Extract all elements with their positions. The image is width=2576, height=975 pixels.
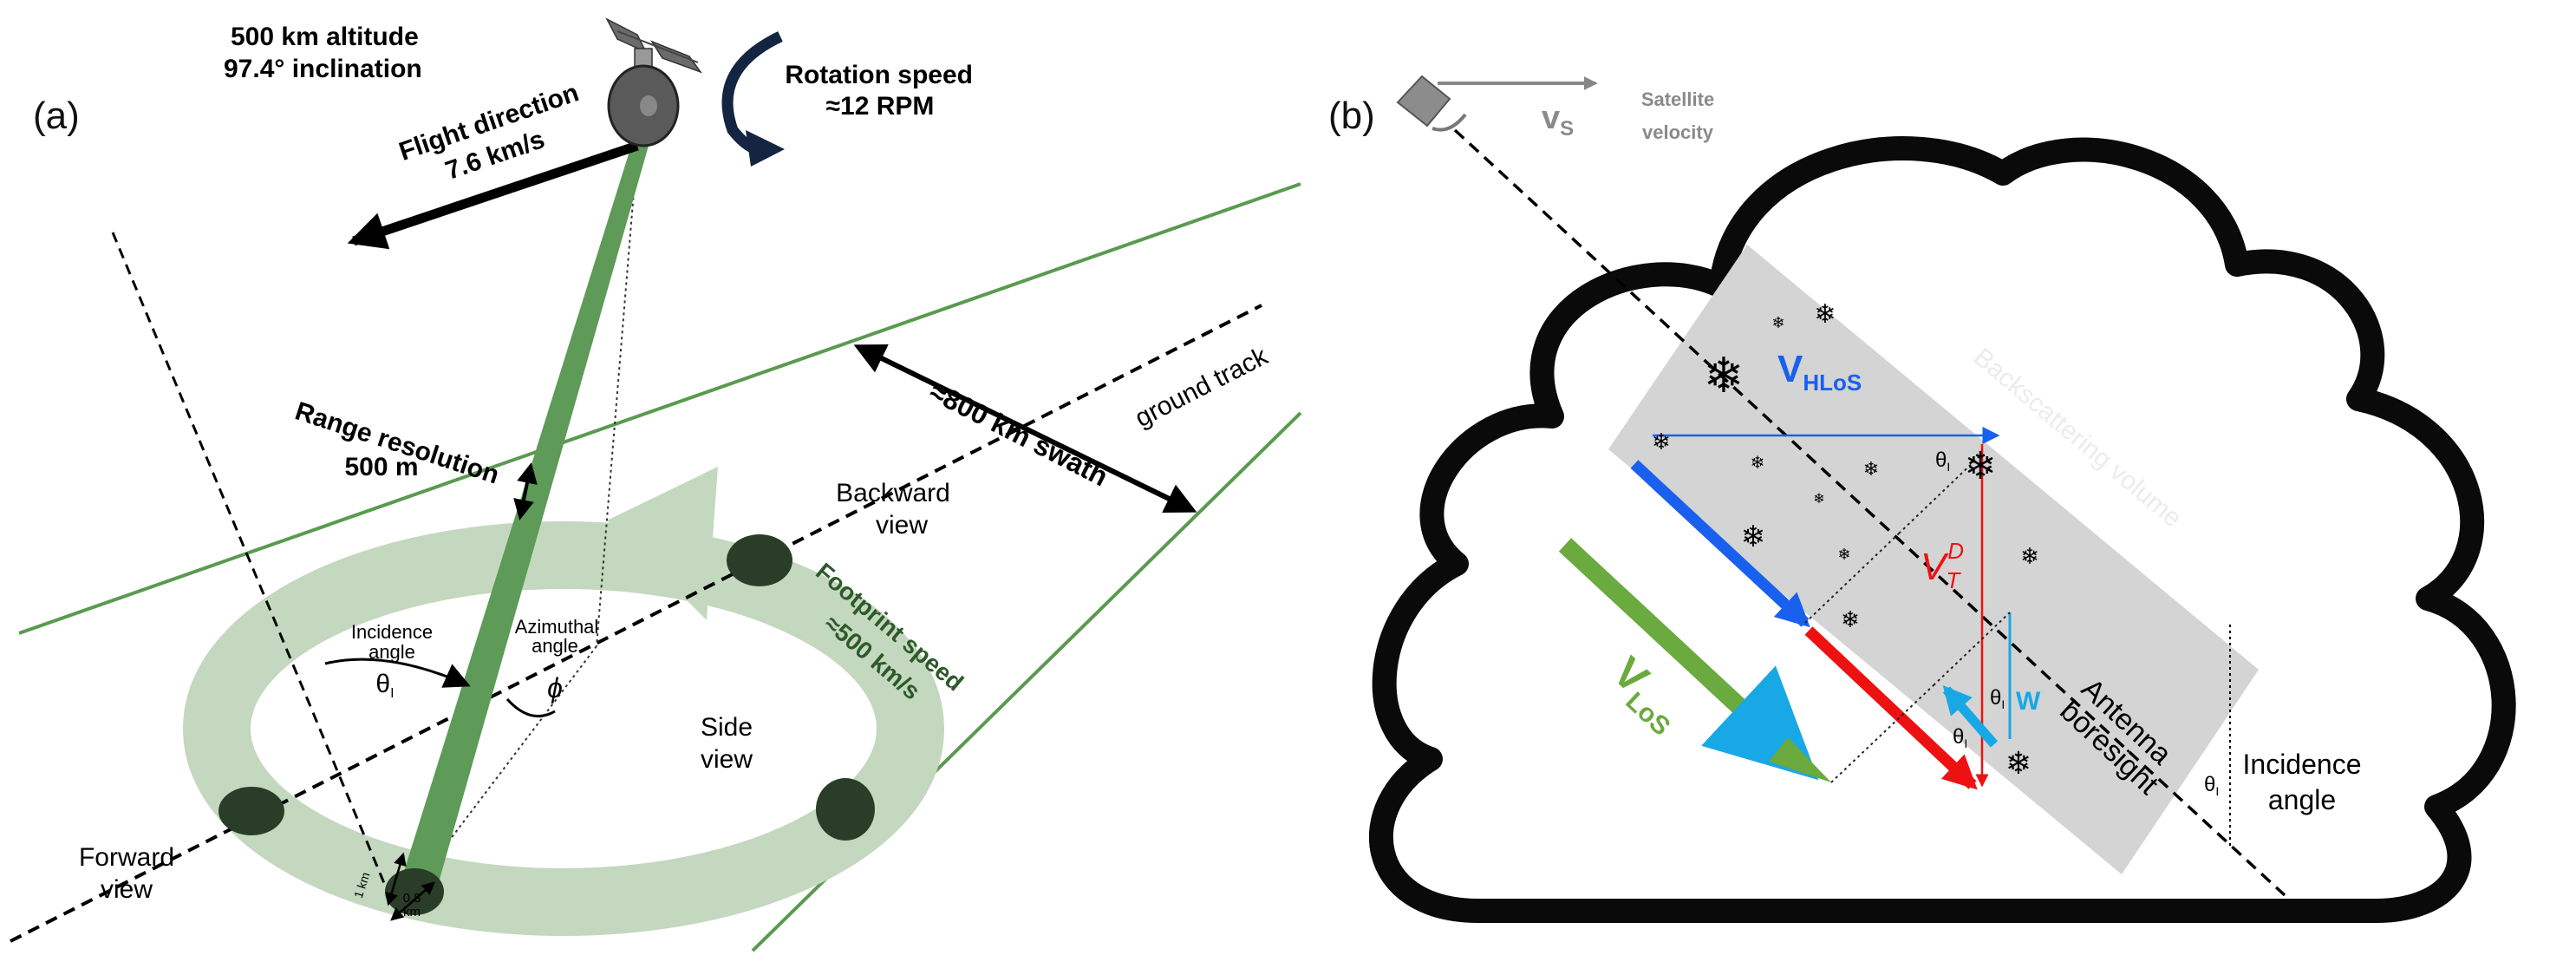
- satellite-small-icon: [1396, 75, 1467, 132]
- vlos-arrow-head: [1769, 737, 1831, 782]
- vtd-label: VTD: [1921, 538, 1964, 593]
- azimuthal-angle-label-1: Azimuthal: [515, 616, 599, 638]
- panel-b-label: (b): [1328, 95, 1375, 137]
- panel-b: (b) vS Satellite velocity Backscattering…: [1328, 75, 2516, 923]
- vtd-los-component: [1804, 626, 1978, 790]
- rotation-speed-title: Rotation speed: [785, 61, 973, 89]
- snowflake-icon: ❄: [1751, 454, 1765, 473]
- footprint-side: [816, 778, 875, 841]
- azimuthal-angle-label-2: angle: [532, 635, 578, 657]
- theta-label-top: θI: [1935, 448, 1950, 474]
- azimuthal-phi: ϕ: [547, 672, 563, 703]
- satellite-velocity-label-1: Satellite: [1641, 88, 1714, 110]
- satellite-velocity-label-2: velocity: [1642, 121, 1714, 143]
- snowflake-icon: ❄: [1965, 445, 1997, 488]
- rotation-arrow: [721, 31, 783, 155]
- w-los-component: [1942, 685, 1999, 748]
- range-resolution-arrow: [513, 462, 538, 520]
- footprint-backward: [727, 534, 792, 586]
- orbit-inclination-label: 97.4° inclination: [224, 55, 422, 83]
- incidence-theta: θI: [375, 670, 394, 701]
- incidence-angle-label-2: angle: [368, 641, 415, 663]
- snowflake-icon: ❄: [2005, 745, 2031, 781]
- rotation-arrow-head: [746, 130, 785, 167]
- nadir-projection-line: [111, 232, 390, 894]
- theta-label-w: θI: [1990, 686, 2005, 711]
- snowflake-icon: ❄: [1704, 348, 1745, 402]
- nadir-dotted-line: [596, 148, 638, 647]
- snowflake-icon: ❄: [1863, 458, 1879, 480]
- footprint-forward: [218, 787, 284, 835]
- forward-view-label-1: Forward: [79, 843, 174, 872]
- snowflake-icon: ❄: [1741, 520, 1766, 553]
- ground-track-label: ground track: [1131, 342, 1273, 434]
- incidence-angle-label-1: Incidence: [351, 621, 433, 643]
- incidence-angle-arc: [324, 658, 471, 688]
- snowflake-icon: ❄: [1813, 492, 1824, 507]
- snowflake-icon: ❄: [1837, 546, 1850, 563]
- swath-width-arrow: [853, 344, 1197, 514]
- footprint-across-arrow: [390, 881, 435, 921]
- panel-a: (a): [10, 17, 1302, 952]
- satellite-icon: [605, 17, 703, 147]
- theta-label-red: θI: [1953, 725, 1967, 750]
- footprint-across-unit: km: [403, 905, 421, 919]
- incidence-angle-b-label-2: angle: [2268, 784, 2336, 815]
- rotation-speed-value: ≈12 RPM: [826, 92, 935, 121]
- orbit-altitude-label: 500 km altitude: [231, 23, 419, 51]
- backward-view-label-2: view: [876, 511, 928, 540]
- flight-direction-arrow: [347, 141, 639, 250]
- snowflake-icon: ❄: [1814, 300, 1836, 329]
- side-view-label-2: view: [701, 745, 753, 774]
- snowflake-icon: ❄: [1771, 314, 1784, 331]
- panel-a-label: (a): [33, 95, 80, 137]
- ground-track-line: [10, 304, 1262, 943]
- azimuthal-angle-arc: [505, 697, 556, 718]
- snowflake-icon: ❄: [1841, 606, 1860, 632]
- vhlos-label: VHLoS: [1777, 348, 1862, 396]
- backward-view-label-1: Backward: [836, 479, 950, 507]
- swath-width-label: ≈800 km swath: [924, 376, 1112, 493]
- snowflakes: ❄ ❄ ❄ ❄ ❄ ❄ ❄ ❄ ❄ ❄ ❄ ❄ ❄: [1652, 300, 2039, 781]
- swath-boundary-near: [18, 182, 1301, 635]
- radar-beam: [397, 146, 649, 900]
- rotation-arrowhead: [607, 467, 718, 620]
- theta-label-incidence: θI: [2204, 773, 2219, 798]
- antenna-boresight-line: [1453, 128, 2286, 897]
- incidence-angle-b-label-1: Incidence: [2243, 749, 2362, 780]
- snowflake-icon: ❄: [2020, 543, 2039, 569]
- snowflake-icon: ❄: [1652, 429, 1671, 455]
- backscattering-volume: [1608, 245, 2259, 874]
- footprint-across-value: 0.8: [403, 891, 421, 906]
- vs-label: vS: [1542, 100, 1574, 141]
- side-view-label-1: Side: [701, 713, 753, 742]
- footprint-scan-ring: [183, 521, 944, 936]
- vhlos-los-component: [1630, 460, 1810, 628]
- forward-view-label-2: view: [101, 875, 153, 904]
- projection-dotted-3: [1830, 684, 1934, 783]
- projection-dotted-2: [1898, 455, 1980, 534]
- vlos-arrow-shaft: [1558, 538, 1819, 781]
- w-label: W: [2016, 687, 2041, 716]
- range-resolution-value: 500 m: [344, 453, 418, 481]
